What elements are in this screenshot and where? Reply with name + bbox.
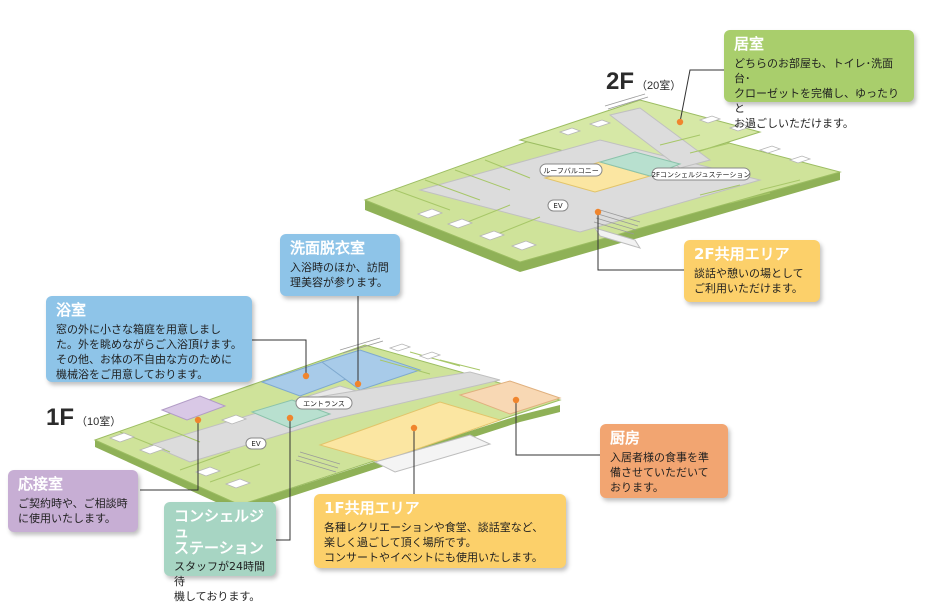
callout-dressing-room: 洗面脱衣室 入浴時のほか、訪問 理美容が参ります。	[280, 234, 400, 296]
floor-1f-label: 1F（10室）	[46, 404, 121, 432]
callout-concierge-station: コンシェルジュ ステーション スタッフが24時間待 機しております。	[164, 502, 276, 603]
map-label-2f-concierge: 2Fコンシェルジュステーション	[651, 167, 751, 181]
callout-text: 窓の外に小さな箱庭を用意しまし た。外を眺めながらご入浴頂けます。 その他、お体…	[56, 323, 242, 381]
callout-title: 2F共用エリア	[694, 245, 790, 263]
floor-1f-kitchen	[458, 380, 562, 415]
location-markers	[194, 118, 684, 432]
callout-title: 1F共用エリア	[324, 499, 420, 517]
svg-text:エントランス: エントランス	[303, 400, 345, 408]
floor-2f-building	[363, 93, 842, 272]
callout-text: どちらのお部屋も、トイレ･洗面台･ クローゼットを完備し、ゆったりと お過ごしい…	[734, 57, 899, 130]
callout-text: 談話や憩いの場として ご利用いただけます。	[694, 267, 804, 295]
callout-reception-room: 応接室 ご契約時や、ご相談時 に使用いたします。	[8, 470, 138, 532]
callout-text: ご契約時や、ご相談時 に使用いたします。	[18, 497, 128, 525]
map-label-ev-2f: EV	[547, 199, 569, 212]
callout-title: 浴室	[56, 301, 87, 319]
floor-1f-reception	[160, 395, 227, 421]
floor-1f-room-count: （10室）	[76, 416, 122, 428]
svg-text:2Fコンシェルジュステーション: 2Fコンシェルジュステーション	[652, 171, 751, 179]
floor-2f-name: 2F	[606, 68, 635, 95]
callout-2f-common-area: 2F共用エリア 談話や憩いの場として ご利用いただけます。	[684, 240, 820, 302]
callout-living-room: 居室 どちらのお部屋も、トイレ･洗面台･ クローゼットを完備し、ゆったりと お過…	[724, 30, 914, 130]
leader-lines	[140, 69, 724, 541]
callout-kitchen: 厨房 入居者様の食事を準 備させていただいて おります。	[600, 424, 728, 498]
callout-title: 居室	[734, 35, 765, 53]
callout-title: 洗面脱衣室	[290, 239, 366, 257]
callout-title: コンシェルジュ ステーション	[174, 507, 265, 557]
map-label-roof-balcony: ルーフバルコニー	[539, 163, 603, 177]
map-label-ev-1f: EV	[245, 437, 267, 450]
callout-text: 各種レクリエーションや食堂、談話室など、 楽しく過ごして頂く場所です。 コンサー…	[324, 521, 544, 564]
svg-text:EV: EV	[553, 202, 562, 210]
floor-1f-common-area	[318, 401, 502, 463]
callout-text: スタッフが24時間待 機しております。	[174, 560, 265, 603]
callout-title: 応接室	[18, 475, 64, 493]
callout-title: 厨房	[610, 429, 641, 447]
floor-plan-illustration: ルーフバルコニー 2Fコンシェルジュステーション EV エントランス EV	[93, 69, 842, 541]
callout-bathroom: 浴室 窓の外に小さな箱庭を用意しまし た。外を眺めながらご入浴頂けます。 その他…	[46, 296, 252, 382]
svg-text:EV: EV	[251, 440, 260, 448]
callout-text: 入浴時のほか、訪問 理美容が参ります。	[290, 261, 389, 289]
callout-text: 入居者様の食事を準 備させていただいて おります。	[610, 451, 709, 494]
floor-1f-name: 1F	[46, 404, 75, 431]
floor-1f-dressing-room	[320, 349, 422, 391]
callout-1f-common-area: 1F共用エリア 各種レクリエーションや食堂、談話室など、 楽しく過ごして頂く場所…	[314, 494, 566, 568]
floor-2f-label: 2F（20室）	[606, 68, 681, 96]
map-label-entrance: エントランス	[295, 396, 353, 410]
floor-2f-room-count: （20室）	[636, 80, 682, 92]
svg-text:ルーフバルコニー: ルーフバルコニー	[543, 167, 598, 175]
